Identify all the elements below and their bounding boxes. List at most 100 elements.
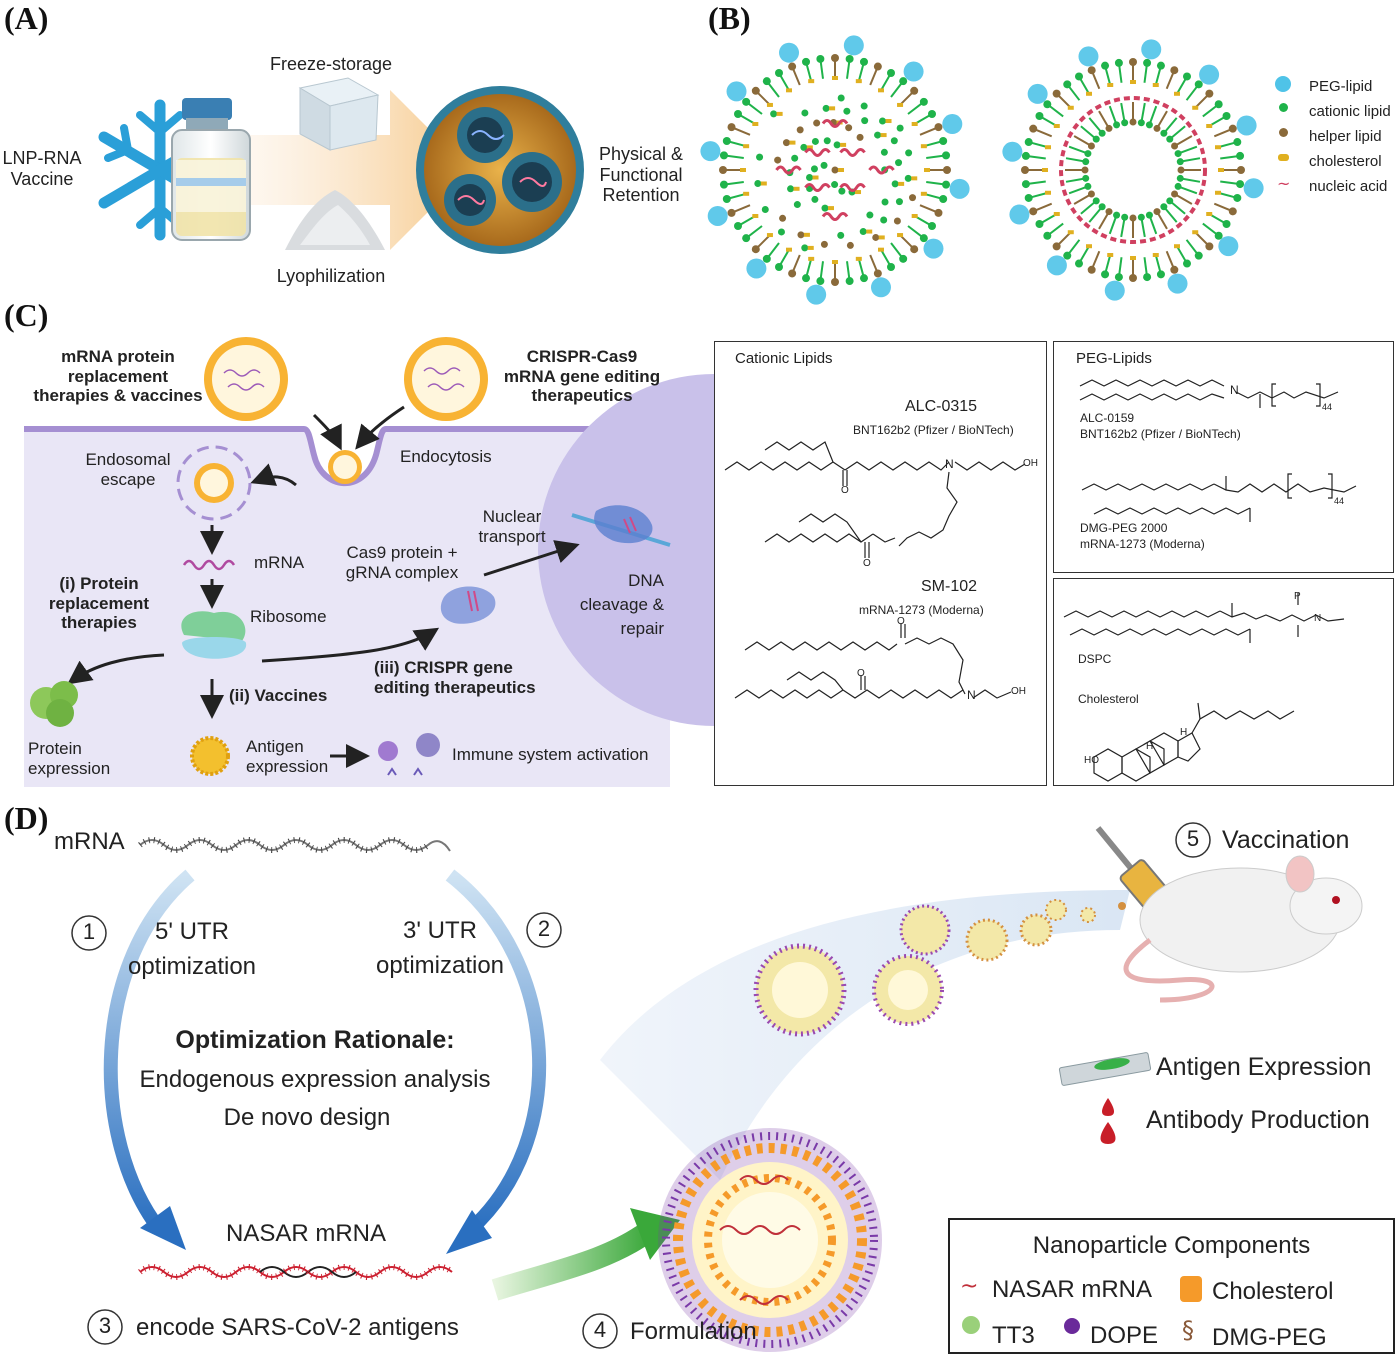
peg-structures	[1079, 379, 1357, 522]
alc0315-n: N	[945, 457, 954, 471]
alc0159-name: ALC-0159	[1080, 411, 1135, 425]
legend-helper-lipid: helper lipid	[1275, 124, 1400, 149]
c-mrna-label: mRNA	[254, 553, 305, 572]
dspc-cholesterol-structures	[1063, 593, 1345, 782]
nucleic-acid-icon: ~	[1277, 174, 1291, 193]
peg-title: PEG-Lipids	[1076, 350, 1152, 367]
np-item-cholesterol: Cholesterol	[1212, 1278, 1334, 1305]
vaccine-vial-icon	[171, 98, 251, 241]
utr5-label: 5' UTR optimization	[127, 918, 257, 980]
panel-label-a: (A)	[4, 0, 49, 36]
antigen-expression-label: Antigen Expression	[1156, 1053, 1372, 1081]
sm102-o1: O	[857, 668, 865, 679]
legend-cationic-lipid: cationic lipid	[1275, 99, 1400, 124]
dope-icon	[1064, 1318, 1080, 1334]
np-item-dope: DOPE	[1090, 1322, 1159, 1349]
utr3-label: 3' UTR optimization	[375, 917, 505, 979]
powder-pile-icon	[285, 190, 385, 250]
lnp-left-icon	[204, 337, 288, 421]
dmg-sub44: 44	[1334, 496, 1345, 506]
alc0159-source: BNT162b2 (Pfizer / BioNTech)	[1080, 427, 1241, 441]
alc0315-name: ALC-0315	[905, 398, 978, 415]
cholesterol-name: Cholesterol	[1078, 692, 1139, 706]
step3-number: 3	[98, 1313, 112, 1338]
peg-lipids-box: PEG-Lipids N 44 ALC-0159 BNT162b2 (Pfize…	[1053, 341, 1394, 573]
legend-cholesterol: cholesterol	[1275, 149, 1400, 174]
dspc-cholesterol-box: N P DSPC Cholesterol HO H H	[1053, 578, 1394, 786]
panel-d-graphic	[71, 822, 1363, 1352]
cholesterol-ho: HO	[1084, 755, 1099, 766]
np-item-tt3: TT3	[992, 1322, 1035, 1349]
panel-b-graphic	[700, 35, 1264, 305]
antibody-label: Antibody Production	[1146, 1106, 1370, 1134]
nasar-label: NASAR mRNA	[225, 1220, 387, 1247]
panel-label-d: (D)	[4, 800, 49, 836]
panel-d: mRNA 1 2 3 4 5 5' UTR optimization 3' UT…	[0, 810, 1400, 1362]
formulation-label: Formulation	[630, 1318, 757, 1345]
nanoparticle-components-box: Nanoparticle Components ~ NASAR mRNA Cho…	[948, 1218, 1395, 1354]
mouse-icon	[1123, 855, 1363, 1003]
legend-peg-label: PEG-lipid	[1309, 78, 1373, 95]
dna-cleavage-icon	[571, 505, 671, 547]
cationic-lipids-box: Cationic Lipids ALC-0315 BNT162b2 (Pfize…	[714, 341, 1047, 786]
legend-peg-lipid: PEG-lipid	[1275, 74, 1400, 99]
sm102-name: SM-102	[921, 578, 978, 595]
protein-icon	[30, 681, 78, 727]
tt3-icon	[962, 1316, 980, 1334]
encode-label: encode SARS-CoV-2 antigens	[136, 1314, 459, 1341]
np-item-dmgpeg: DMG-PEG	[1212, 1324, 1327, 1351]
dmg-name: DMG-PEG 2000	[1080, 521, 1168, 535]
lnp-solid-core-icon	[700, 35, 970, 305]
lnp-endocytosis-icon	[328, 450, 362, 484]
step5-number: 5	[1186, 826, 1200, 851]
endosome-icon	[176, 445, 252, 521]
dspc-n: N	[1314, 613, 1322, 624]
c-mrna-therapies-label: mRNA protein replacement therapies & vac…	[33, 347, 203, 406]
dspc-name: DSPC	[1078, 652, 1112, 666]
c-immune-label: Immune system activation	[452, 745, 649, 764]
alc0315-o1: O	[841, 485, 849, 496]
nasar-mrna-icon: ~	[960, 1274, 979, 1299]
alc0315-structure	[724, 441, 1026, 699]
antigen-icon	[190, 736, 230, 776]
lnp-particle-icon	[416, 86, 584, 254]
panel-label-b: (B)	[708, 0, 751, 36]
sm102-o2: O	[897, 616, 905, 627]
nanoparticle-series	[753, 899, 1126, 1037]
c-antigen-expression-label: Antigen expression	[246, 737, 329, 776]
c-ribosome-label: Ribosome	[250, 607, 327, 626]
sm102-n: N	[967, 688, 976, 702]
np-title: Nanoparticle Components	[1032, 1232, 1311, 1259]
peg-lipid-icon	[1275, 76, 1291, 92]
legend-helper-label: helper lipid	[1309, 128, 1382, 145]
c-protein-replacement-label: (i) Protein replacement therapies	[48, 574, 150, 633]
c-nuclear-label: Nuclear transport	[478, 507, 546, 546]
cholesterol-h1: H	[1146, 741, 1154, 752]
np-item-nasar: NASAR mRNA	[992, 1276, 1153, 1303]
cholesterol-icon	[1180, 1276, 1202, 1302]
c-protein-expression-label: Protein expression	[28, 739, 111, 778]
dmg-source: mRNA-1273 (Moderna)	[1080, 537, 1205, 551]
lnp-right-icon	[404, 337, 488, 421]
step4-number: 4	[593, 1317, 607, 1342]
alc0315-o2: O	[863, 558, 871, 569]
a-lyophilization-label: Lyophilization	[276, 266, 386, 286]
dmg-peg-icon: §	[1182, 1316, 1194, 1344]
legend-cholesterol-label: cholesterol	[1309, 153, 1382, 170]
alc0315-oh: OH	[1023, 458, 1038, 469]
ribosome-icon	[181, 611, 247, 659]
legend-cationic-label: cationic lipid	[1309, 103, 1391, 120]
step1-number: 1	[82, 919, 96, 944]
cas9-complex-icon	[440, 586, 496, 624]
immune-cells-icon	[378, 733, 440, 776]
panel-b: PEG-lipid cationic lipid helper lipid ch…	[700, 35, 1400, 305]
c-crispr-label: CRISPR-Cas9 mRNA gene editing therapeuti…	[503, 347, 661, 406]
d-mrna-label: mRNA	[54, 828, 125, 855]
process-arrow	[240, 90, 470, 250]
blood-drop-icon	[1100, 1098, 1116, 1144]
panel-c: mRNA protein replacement therapies & vac…	[24, 335, 890, 787]
alc0315-source: BNT162b2 (Pfizer / BioNTech)	[853, 423, 1014, 437]
delivery-beam	[600, 890, 1130, 1180]
panel-label-c: (C)	[4, 297, 49, 333]
rationale-item-2: De novo design	[223, 1104, 391, 1131]
